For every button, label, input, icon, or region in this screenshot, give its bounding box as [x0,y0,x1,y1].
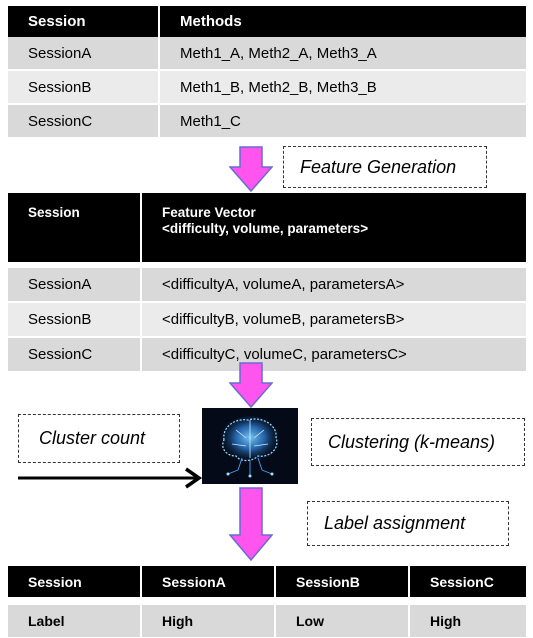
table-row: SessionB Meth1_B, Meth2_B, Meth3_B [8,69,526,103]
label-assignment-label: Label assignment [307,501,509,546]
cluster-count-label: Cluster count [18,414,180,463]
labels-header-session-c: SessionC [408,566,526,597]
labels-header-session: Session [8,566,140,597]
feature-vector-table: Session Feature Vector <difficulty, volu… [8,193,526,371]
methods-value-cell: Meth1_A, Meth2_A, Meth3_A [158,37,526,69]
table-row: SessionA <difficultyA, volumeA, paramete… [8,268,526,301]
methods-header-session: Session [8,6,158,37]
table-gap [8,597,526,605]
down-arrow-icon [229,362,273,408]
methods-session-cell: SessionB [8,69,158,103]
features-session-cell: SessionA [8,268,140,301]
feature-vector-title: Feature Vector [162,205,256,220]
feature-generation-label: Feature Generation [283,146,487,188]
labels-header-session-a: SessionA [140,566,274,597]
methods-header-methods: Methods [158,6,526,37]
right-arrow-icon [18,467,203,489]
methods-table: Session Methods SessionA Meth1_A, Meth2_… [8,6,526,137]
features-value-cell: <difficultyA, volumeA, parametersA> [140,268,526,301]
down-arrow-icon [229,487,273,561]
brain-circuit-icon [202,408,298,484]
methods-session-cell: SessionC [8,103,158,137]
labels-header-session-b: SessionB [274,566,408,597]
labels-table: Session SessionA SessionB SessionC Label… [8,566,526,637]
table-row: SessionA Meth1_A, Meth2_A, Meth3_A [8,37,526,69]
methods-session-cell: SessionA [8,37,158,69]
labels-row-title: Label [8,605,140,637]
features-session-cell: SessionB [8,301,140,336]
table-row: Label High Low High [8,605,526,637]
feature-vector-subtitle: <difficulty, volume, parameters> [162,221,369,236]
methods-value-cell: Meth1_B, Meth2_B, Meth3_B [158,69,526,103]
methods-value-cell: Meth1_C [158,103,526,137]
features-session-cell: SessionC [8,336,140,371]
table-row: SessionB <difficultyB, volumeB, paramete… [8,301,526,336]
label-value-session-c: High [408,605,526,637]
table-row: SessionC Meth1_C [8,103,526,137]
clustering-label: Clustering (k-means) [311,418,525,466]
down-arrow-icon [229,146,273,192]
features-value-cell: <difficultyC, volumeC, parametersC> [140,336,526,371]
features-header-session: Session [8,193,140,262]
label-value-session-b: Low [274,605,408,637]
features-value-cell: <difficultyB, volumeB, parametersB> [140,301,526,336]
table-row: SessionC <difficultyC, volumeC, paramete… [8,336,526,371]
label-value-session-a: High [140,605,274,637]
features-header-feature-vector: Feature Vector <difficulty, volume, para… [140,193,526,262]
table-gap [8,262,526,268]
